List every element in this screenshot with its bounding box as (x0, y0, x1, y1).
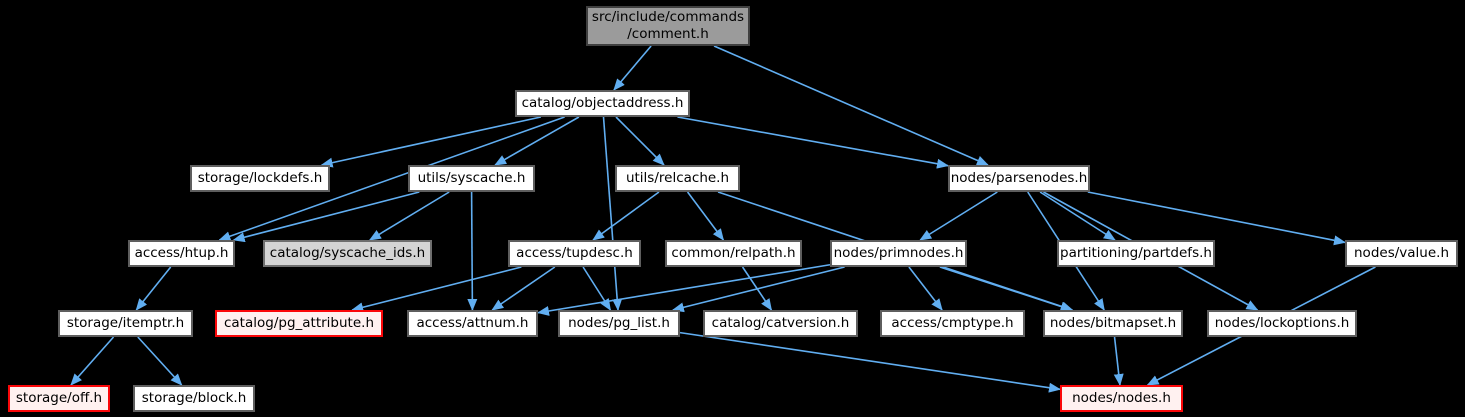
graph-node-syscache-ids[interactable]: catalog/syscache_ids.h (263, 240, 432, 267)
graph-node-value[interactable]: nodes/value.h (1345, 240, 1458, 267)
graph-node-pg-list[interactable]: nodes/pg_list.h (558, 310, 680, 337)
graph-node-comment[interactable]: src/include/commands /comment.h (586, 6, 750, 46)
edge-syscache-to-syscache_ids (368, 191, 450, 241)
edge-tupdesc-to-pg_attribute (351, 266, 522, 313)
graph-node-pg-attribute[interactable]: catalog/pg_attribute.h (215, 310, 383, 337)
edge-comment-to-objectaddress (613, 45, 652, 91)
graph-node-bitmapset[interactable]: nodes/bitmapset.h (1043, 310, 1183, 337)
graph-node-syscache[interactable]: utils/syscache.h (408, 165, 535, 192)
edge-pg_list-to-nodes (679, 331, 1061, 393)
edge-relcache-to-tupdesc (592, 191, 660, 241)
graph-node-lockoptions[interactable]: nodes/lockoptions.h (1207, 310, 1357, 337)
graph-node-block[interactable]: storage/block.h (133, 385, 255, 412)
edge-parsenodes-to-primnodes (919, 191, 998, 241)
edge-objectaddress-to-relcache (615, 116, 665, 166)
edge-primnodes-to-bitmapset (939, 266, 1073, 312)
edge-primnodes-to-pg_list (671, 266, 845, 313)
edge-comment-to-parsenodes (713, 45, 989, 166)
graph-node-htup[interactable]: access/htup.h (128, 240, 235, 267)
edge-objectaddress-to-lockdefs (320, 116, 542, 168)
graph-node-tupdesc[interactable]: access/tupdesc.h (508, 240, 641, 267)
graph-node-parsenodes[interactable]: nodes/parsenodes.h (948, 165, 1090, 192)
graph-node-primnodes[interactable]: nodes/primnodes.h (830, 240, 967, 267)
graph-node-cmptype[interactable]: access/cmptype.h (880, 310, 1025, 337)
edge-primnodes-to-attnum (537, 263, 831, 316)
edge-tupdesc-to-attnum (491, 266, 556, 311)
edge-itemptr-to-off (70, 336, 115, 386)
edge-bitmapset-to-nodes (1113, 336, 1124, 386)
graph-node-attnum[interactable]: access/attnum.h (407, 310, 538, 337)
graph-node-itemptr[interactable]: storage/itemptr.h (58, 310, 193, 337)
graph-node-nodes[interactable]: nodes/nodes.h (1060, 385, 1183, 412)
edge-primnodes-to-cmptype (908, 266, 943, 311)
graph-node-partdefs[interactable]: partitioning/partdefs.h (1057, 240, 1215, 267)
edge-objectaddress-to-parsenodes (677, 116, 949, 169)
graph-node-lockdefs[interactable]: storage/lockdefs.h (190, 165, 330, 192)
edge-relcache-to-relpath (686, 191, 725, 241)
edge-syscache-to-htup (232, 191, 420, 243)
edge-objectaddress-to-syscache (494, 116, 580, 166)
edge-parsenodes-to-value (1087, 191, 1346, 246)
graph-node-objectaddress[interactable]: catalog/objectaddress.h (515, 90, 690, 117)
graph-node-relcache[interactable]: utils/relcache.h (615, 165, 740, 192)
graph-node-off[interactable]: storage/off.h (8, 385, 110, 412)
graph-node-catversion[interactable]: catalog/catversion.h (703, 310, 858, 337)
edge-itemptr-to-block (137, 336, 183, 386)
edge-parsenodes-to-partdefs (1039, 191, 1116, 241)
edge-objectaddress-to-pg_list (602, 116, 623, 311)
edge-syscache-to-attnum (467, 191, 478, 311)
edge-htup-to-itemptr (135, 266, 172, 311)
edge-tupdesc-to-pg_list (582, 266, 612, 311)
graph-node-relpath[interactable]: common/relpath.h (665, 240, 802, 267)
edge-objectaddress-to-htup (218, 116, 565, 242)
